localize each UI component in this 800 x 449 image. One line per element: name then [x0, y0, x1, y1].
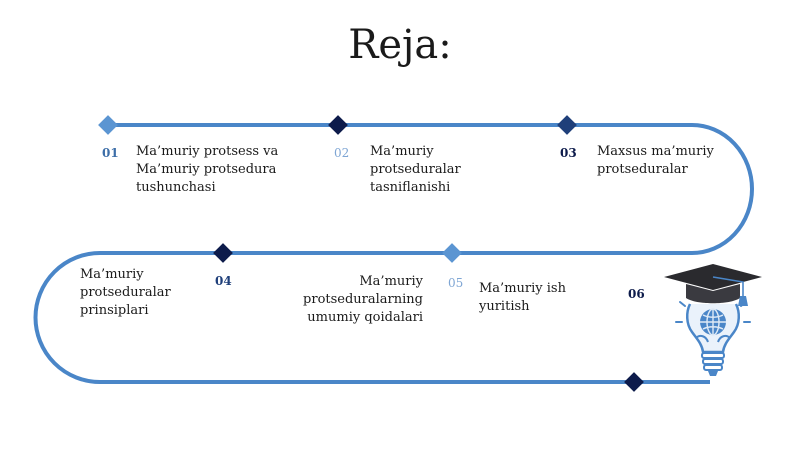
marker-03 — [557, 115, 577, 135]
marker-06 — [624, 372, 644, 392]
step-label-04: Ma’muriy protseduralar prinsiplari — [80, 267, 171, 318]
step-number-04: 04 — [215, 274, 232, 288]
step-label-01: Ma’muriy protsess va Ma’muriy protsedura… — [136, 144, 279, 195]
step-number-06: 06 — [628, 287, 645, 301]
marker-02 — [328, 115, 348, 135]
slide-title: Reja: — [348, 22, 452, 68]
step-number-05: 05 — [448, 276, 464, 290]
marker-05 — [442, 243, 462, 263]
step-number-03: 03 — [560, 146, 577, 160]
graduation-cap-lightbulb-icon — [656, 260, 768, 382]
step-label-03: Maxsus ma’muriy protseduralar — [597, 144, 714, 177]
step-label-05: Ma’muriy protseduralarning umumiy qoidal… — [303, 274, 423, 325]
step-number-01: 01 — [102, 146, 119, 160]
step-label-02: Ma’muriy protseduralar tasniflanishi — [370, 144, 461, 195]
step-label-06: Ma’muriy ish yuritish — [479, 281, 566, 314]
marker-01 — [98, 115, 118, 135]
step-number-02: 02 — [334, 146, 350, 160]
marker-04 — [213, 243, 233, 263]
